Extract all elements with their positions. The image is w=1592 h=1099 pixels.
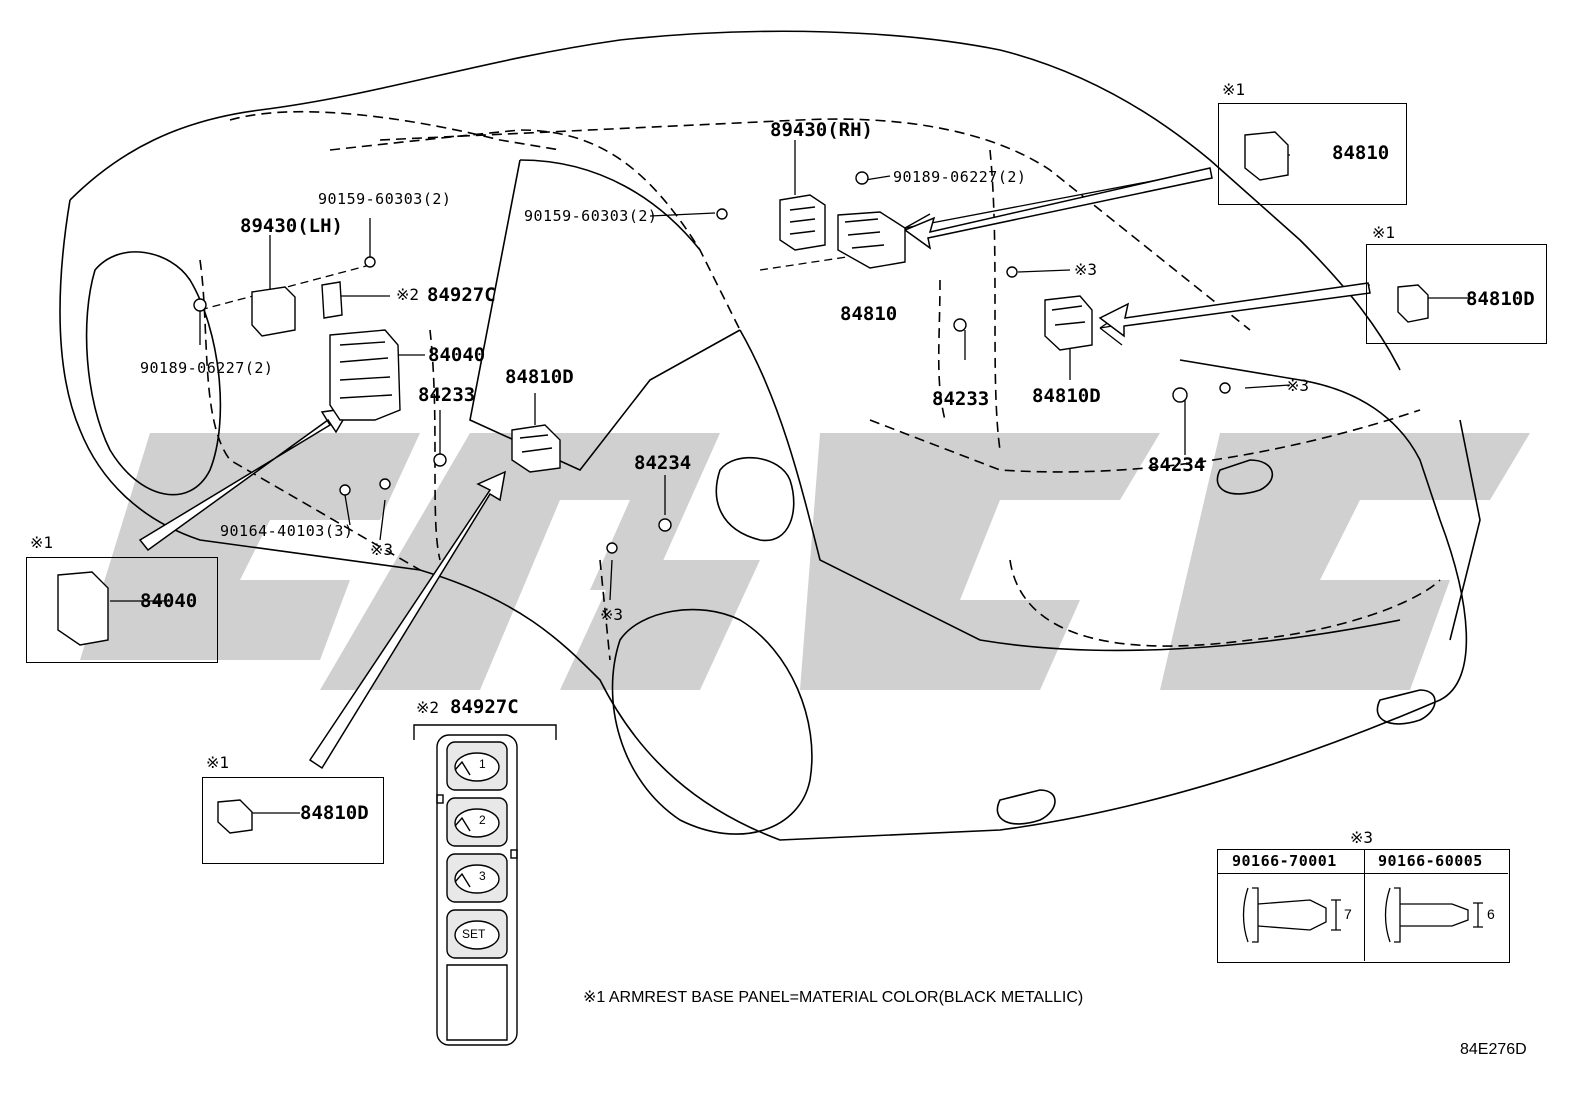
fastener-dim-6: 6 xyxy=(1487,906,1495,922)
switch-button-1: 1 xyxy=(479,757,486,771)
ref-mark-3-upper-right: ※3 xyxy=(1074,260,1098,279)
label-90159-60303-left[interactable]: 90159-60303(2) xyxy=(318,190,452,208)
ref-mark-3-center: ※3 xyxy=(600,605,624,624)
fastener-table-mark: ※3 xyxy=(1350,828,1374,847)
inset-box-84810d-bottom[interactable] xyxy=(202,777,384,864)
label-84810d-center[interactable]: 84810D xyxy=(505,366,574,388)
diagram-code: 84E276D xyxy=(1460,1041,1527,1058)
fastener-drawings xyxy=(1242,887,1483,943)
inset-box-84810d-right[interactable] xyxy=(1366,244,1547,344)
label-90164-40103[interactable]: 90164-40103(3) xyxy=(220,522,354,540)
inset-left-mark: ※1 xyxy=(30,533,54,552)
switch-button-3: 3 xyxy=(479,869,486,883)
label-90189-06227-right[interactable]: 90189-06227(2) xyxy=(893,168,1027,186)
label-89430-rh[interactable]: 89430(RH) xyxy=(770,119,873,141)
inset-box-84810[interactable] xyxy=(1218,103,1407,205)
switch-button-2: 2 xyxy=(479,813,486,827)
switch-detail-label[interactable]: 84927C xyxy=(450,696,519,718)
inset-box-84040[interactable] xyxy=(26,557,218,663)
fastener-dim-7: 7 xyxy=(1344,906,1352,922)
switch-detail-drawing xyxy=(413,724,557,1046)
label-84233-right[interactable]: 84233 xyxy=(932,388,990,410)
inset-top-right-mark: ※1 xyxy=(1222,80,1246,99)
fastener-table-divider xyxy=(1364,849,1365,961)
inset-right-mark: ※1 xyxy=(1372,223,1396,242)
ref-mark-2: ※2 xyxy=(396,285,420,304)
label-84927c[interactable]: 84927C xyxy=(427,284,496,306)
fastener-table-header-rule xyxy=(1217,849,1508,874)
inset-label-84810d-right[interactable]: 84810D xyxy=(1466,288,1535,310)
fastener-col-90166-70001[interactable]: 90166-70001 xyxy=(1232,852,1337,870)
label-84810-main[interactable]: 84810 xyxy=(840,303,898,325)
inset-label-84810d-bottom[interactable]: 84810D xyxy=(300,802,369,824)
ref-mark-3-right: ※3 xyxy=(1286,376,1310,395)
footnote: ※1 ARMREST BASE PANEL=MATERIAL COLOR(BLA… xyxy=(583,989,1084,1006)
label-84810d-right[interactable]: 84810D xyxy=(1032,385,1101,407)
label-89430-lh[interactable]: 89430(LH) xyxy=(240,215,343,237)
label-84234-center[interactable]: 84234 xyxy=(634,452,692,474)
inset-bottom-left-mark: ※1 xyxy=(206,753,230,772)
fastener-table xyxy=(1217,849,1510,963)
ref-mark-3-left: ※3 xyxy=(370,540,394,559)
switch-detail-mark: ※2 xyxy=(416,698,440,717)
component-sketches xyxy=(57,131,1429,834)
label-84234-right[interactable]: 84234 xyxy=(1148,454,1206,476)
inset-label-84810[interactable]: 84810 xyxy=(1332,142,1390,164)
fastener-col-90166-60005[interactable]: 90166-60005 xyxy=(1378,852,1483,870)
watermark xyxy=(80,433,1530,690)
label-84233-left[interactable]: 84233 xyxy=(418,384,476,406)
pointer-arrows xyxy=(138,167,1371,770)
label-90189-06227-left[interactable]: 90189-06227(2) xyxy=(140,359,274,377)
label-84040[interactable]: 84040 xyxy=(428,344,486,366)
label-90159-60303-center[interactable]: 90159-60303(2) xyxy=(524,207,658,225)
inset-label-84040[interactable]: 84040 xyxy=(140,590,198,612)
switch-button-set: SET xyxy=(462,927,486,941)
